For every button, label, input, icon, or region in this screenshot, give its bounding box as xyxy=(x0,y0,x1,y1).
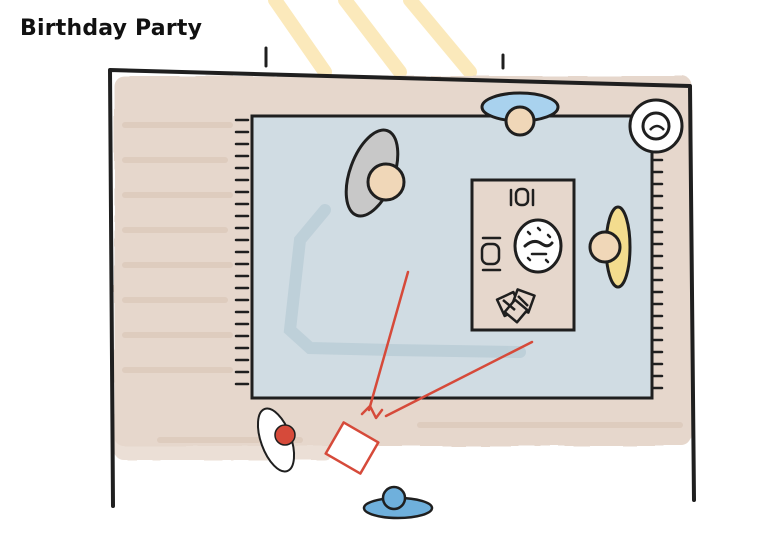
camera-icon xyxy=(324,270,534,475)
rug-fringe-right xyxy=(650,158,664,390)
guest-top xyxy=(480,91,560,137)
gift-icon xyxy=(495,288,536,324)
place-setting-icon xyxy=(509,187,535,207)
window-marks xyxy=(264,46,505,70)
guest-upper-left xyxy=(344,128,406,218)
guest-bottom xyxy=(362,485,434,520)
sunlight-rays xyxy=(268,0,477,79)
guest-bottom-left xyxy=(256,407,296,473)
rug-fringe-left xyxy=(234,118,250,386)
walls xyxy=(108,68,696,508)
page-title: Birthday Party xyxy=(20,16,203,41)
guest-right xyxy=(588,205,632,289)
cake-icon xyxy=(513,218,563,274)
plant-icon xyxy=(628,98,684,154)
place-setting-left-icon xyxy=(480,236,502,272)
